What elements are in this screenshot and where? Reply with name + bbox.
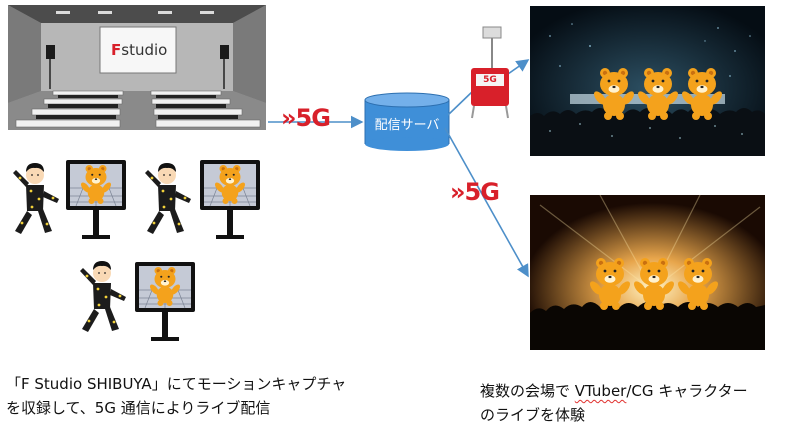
- server-icon: [364, 92, 450, 151]
- motion-actor-3: [80, 261, 126, 332]
- 5g-label-middle: »5G: [450, 178, 500, 206]
- motion-actor-1: [13, 163, 59, 234]
- motion-actor-2: [145, 163, 191, 234]
- screen-logo-letter: F: [111, 41, 122, 59]
- concert-bottom-illustration: [530, 195, 765, 350]
- caption-left: 「F Studio SHIBUYA」にてモーションキャプチャ を収録して、5G …: [6, 372, 346, 420]
- caption-right-line2: のライブを体験: [480, 406, 586, 424]
- base-station-label: 5G: [483, 75, 497, 85]
- arrow-server-to-venue-bottom: [444, 127, 529, 278]
- screen-logo-word: studio: [121, 41, 168, 59]
- studio-illustration: [8, 5, 266, 130]
- studio-photo: Fstudio: [8, 5, 266, 130]
- arrow-server-to-pack: [447, 89, 475, 116]
- caption-left-line2: を収録して、5G 通信によりライブ配信: [6, 399, 271, 417]
- bear-avatars-venue-top: [591, 68, 725, 120]
- caption-left-line1: 「F Studio SHIBUYA」にてモーションキャプチャ: [6, 375, 347, 393]
- arrow-pack-to-venue-top: [507, 59, 530, 75]
- screen-logo: Fstudio: [111, 41, 168, 59]
- bear-avatars-venue-bottom: [587, 258, 721, 310]
- concert-photo-bottom: [530, 195, 765, 350]
- server-label: 配信サーバ: [374, 118, 440, 133]
- 5g-base-station-icon: [471, 26, 509, 119]
- caption-right-line1: 複数の会場で VTuber/CG キャラクター: [480, 379, 748, 403]
- 5g-label-top: »5G: [281, 104, 331, 132]
- caption-right-line1-post: /CG キャラクター: [626, 382, 748, 400]
- caption-right-line1-pre: 複数の会場で: [480, 382, 575, 400]
- caption-right-brand: VTuber: [574, 382, 627, 400]
- caption-right: 複数の会場で VTuber/CG キャラクター のライブを体験: [480, 379, 748, 427]
